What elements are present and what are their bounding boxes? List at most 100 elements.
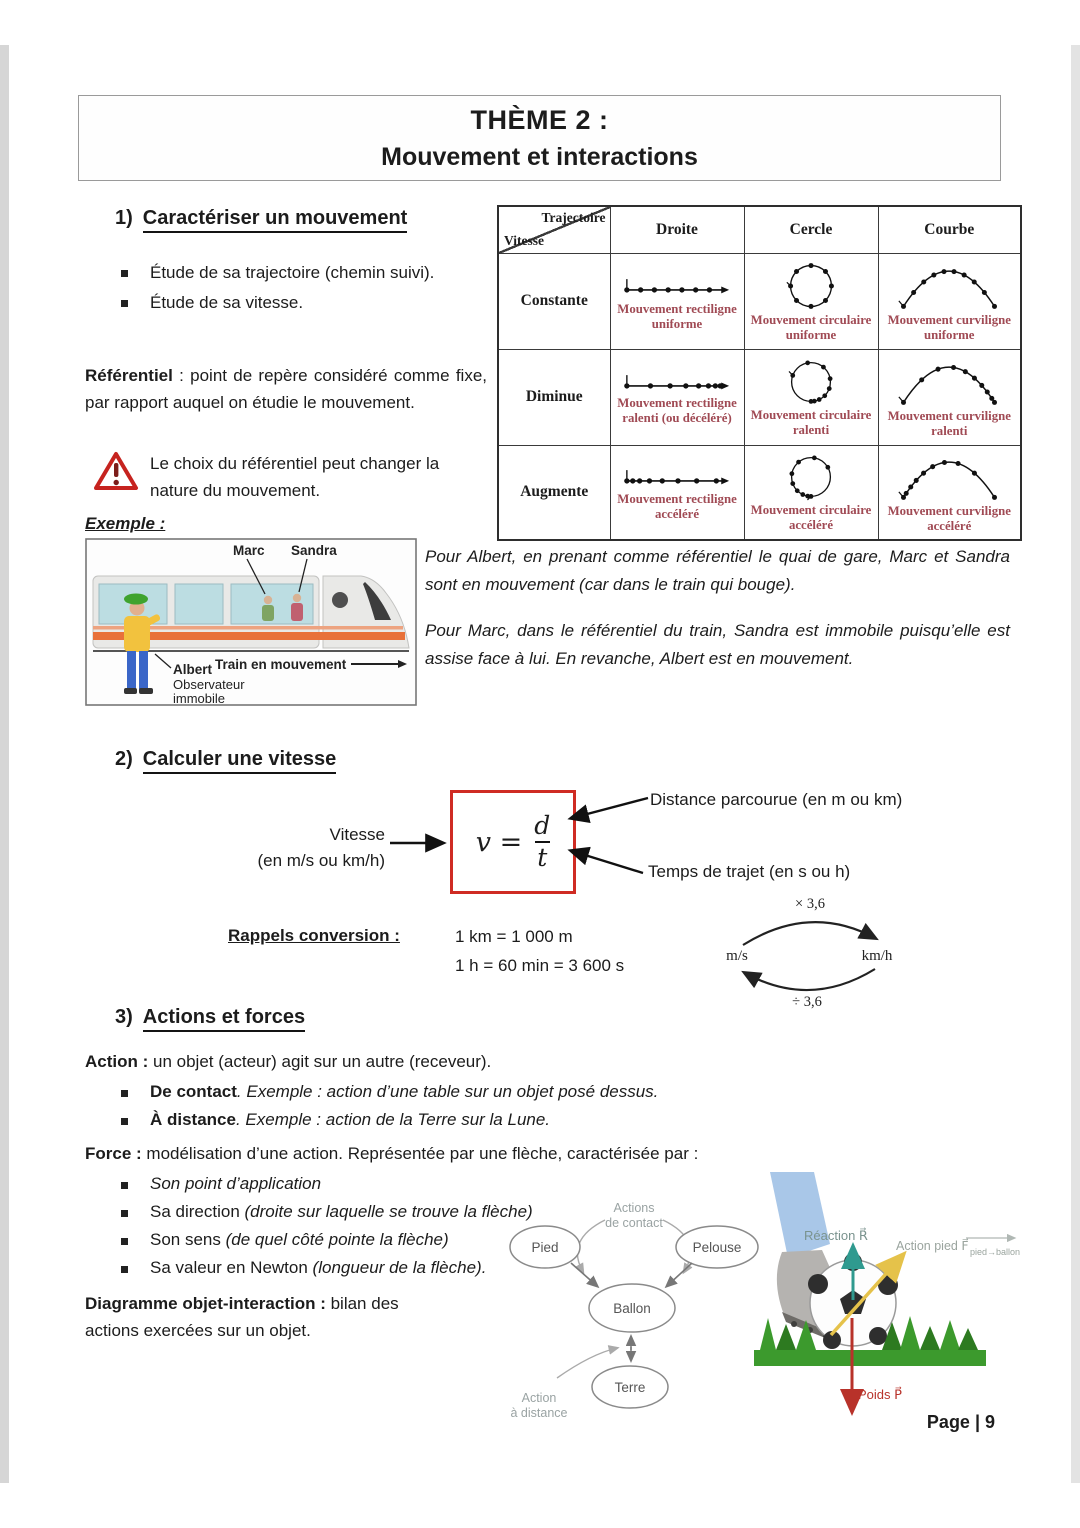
trajectory-line-ralenti-figure: [624, 375, 730, 390]
distance-example: . Exemple : action de la Terre sur la Lu…: [235, 1110, 551, 1129]
action-distance-label-2: à distance: [511, 1406, 568, 1420]
bullet-icon: [121, 1238, 128, 1245]
vitesse-unit-text: (en m/s ou km/h): [257, 851, 385, 870]
section-title: Actions et forces: [142, 1006, 306, 1032]
ms-unit-label: m/s: [726, 948, 748, 964]
cell-caption: Mouvement curviligne ralenti: [887, 409, 1011, 438]
list-item-text: Sa valeur en Newton (longueur de la flèc…: [150, 1254, 486, 1282]
action-definition: Action : un objet (acteur) agit sur un a…: [85, 1048, 985, 1075]
action-pied-arrow: [829, 1250, 907, 1337]
cell-circulaire-accelere: Mouvement circulaire accéléré: [743, 444, 879, 541]
kmh-unit-label: km/h: [862, 948, 893, 964]
conversion-km: 1 km = 1 000 m: [455, 927, 573, 946]
bullet-icon: [121, 300, 128, 307]
referential-paragraph-albert: Pour Albert, en prenant comme référentie…: [425, 547, 1010, 594]
col-header-cercle: Cercle: [743, 205, 879, 254]
cell-caption: Mouvement rectiligne accéléré: [617, 492, 737, 521]
section-number: 2): [115, 748, 133, 770]
actions-contact-label-1: Actions: [614, 1201, 655, 1215]
poids-label: Poids P⃗: [858, 1387, 902, 1402]
list-item: Étude de sa trajectoire (chemin suivi).: [118, 258, 488, 288]
list-item: Son point d’application: [118, 1170, 638, 1198]
trajectory-line-accelere-figure: [624, 470, 730, 485]
page-subtitle: Mouvement et interactions: [381, 143, 698, 171]
list-item: Sa direction (droite sur laquelle se tro…: [118, 1198, 638, 1226]
object-interaction-diagram: Actions de contact Pied Pelouse Ballon T…: [509, 1201, 759, 1420]
list-item-text: Son sens (de quel côté pointe la flèche): [150, 1226, 449, 1254]
reaction-label: Réaction R⃗: [804, 1228, 868, 1243]
trajectory-circle-ralenti-figure: [788, 360, 833, 404]
bullet-icon: [121, 1118, 128, 1125]
pied-node: [509, 1225, 581, 1269]
train-referential-figure: Marc Sandra Albert Observateur immobile …: [85, 538, 417, 706]
exemple-label: Exemple :: [85, 514, 166, 533]
trajectory-line-uniform-figure: [624, 279, 730, 294]
train-motion-label: Train en mouvement: [215, 657, 347, 672]
cell-curviligne-uniforme: Mouvement curviligne uniforme: [877, 252, 1022, 350]
formula-fraction: d t: [534, 810, 551, 873]
list-item: De contact. Exemple : action d’une table…: [118, 1078, 838, 1106]
warning-note: Le choix du référentiel peut changer la …: [150, 454, 440, 500]
property-plain: Sa direction: [150, 1202, 245, 1221]
trajectory-curve-accelere-figure: [898, 460, 998, 501]
albert-figure: [124, 593, 161, 694]
list-item-text: À distance. Exemple : action de la Terre…: [150, 1106, 550, 1134]
cell-circulaire-ralenti: Mouvement circulaire ralenti: [743, 348, 879, 446]
definition-text: bilan des actions exercées sur un objet.: [85, 1294, 399, 1340]
page-edge-left: [0, 45, 9, 1483]
action-type-list: De contact. Exemple : action d’une table…: [118, 1078, 838, 1134]
list-item-text: Étude de sa trajectoire (chemin suivi).: [150, 263, 435, 282]
corner-label-vitesse: Vitesse: [504, 232, 544, 248]
distance-term: À distance: [150, 1110, 236, 1129]
movement-table: Trajectoire Vitesse Droite Cercle Courbe…: [497, 205, 1022, 541]
section-3-heading: 3) Actions et forces: [115, 1006, 306, 1032]
formula-d: d: [534, 810, 551, 840]
list-item-text: Sa direction (droite sur laquelle se tro…: [150, 1198, 533, 1226]
formula-t: t: [537, 843, 548, 873]
cell-rectiligne-uniforme: Mouvement rectiligne uniforme: [609, 252, 745, 350]
bullet-icon: [121, 270, 128, 277]
cell-caption: Mouvement rectiligne ralenti (ou décélér…: [617, 396, 737, 425]
property-italic: (de quel côté pointe la flèche): [225, 1230, 449, 1249]
corner-label-trajectoire: Trajectoire: [541, 210, 606, 225]
list-item-text: De contact. Exemple : action d’une table…: [150, 1078, 658, 1106]
unit-conversion-diagram: × 3,6 m/s km/h ÷ 3,6: [726, 896, 893, 1010]
bullet-icon: [121, 1266, 128, 1273]
albert-label: Albert: [173, 662, 213, 677]
actions-contact-label-2: de contact: [605, 1216, 663, 1230]
section-title: Calculer une vitesse: [142, 748, 337, 774]
force-definition: Force : modélisation d’une action. Repré…: [85, 1140, 985, 1167]
observer-label-1: Observateur: [173, 677, 245, 692]
sandra-figure: [291, 593, 303, 621]
list-item: Son sens (de quel côté pointe la flèche): [118, 1226, 638, 1254]
definition-text: : point de repère considéré comme fixe, …: [85, 366, 487, 412]
bullet-icon: [121, 1210, 128, 1217]
term-referentiel: Référentiel: [85, 366, 173, 385]
observer-label-2: immobile: [173, 691, 225, 706]
cell-caption: Mouvement circulaire uniforme: [750, 313, 872, 342]
list-item-text: Son point d’application: [150, 1170, 321, 1198]
property-italic: Son point d’application: [150, 1174, 322, 1193]
property-italic: (longueur de la flèche).: [312, 1258, 487, 1277]
temps-label: Temps de trajet (en s ou h): [648, 862, 851, 881]
sandra-label: Sandra: [291, 543, 337, 558]
definition-text: modélisation d’une action. Représentée p…: [141, 1144, 699, 1163]
rappels-conversion-label: Rappels conversion :: [228, 926, 400, 945]
col-header-droite: Droite: [609, 205, 745, 254]
section-number: 3): [115, 1006, 133, 1028]
action-pied-label: Action pied F⃗: [896, 1238, 969, 1253]
bullet-icon: [121, 1090, 128, 1097]
cell-curviligne-accelere: Mouvement curviligne accéléré: [877, 444, 1022, 541]
list-item: À distance. Exemple : action de la Terre…: [118, 1106, 838, 1134]
action-pied-subscript: pied→ballon: [970, 1247, 1020, 1257]
contact-term: De contact: [150, 1082, 237, 1101]
cell-rectiligne-accelere: Mouvement rectiligne accéléré: [609, 444, 745, 541]
trajectory-circle-accelere-figure: [789, 455, 832, 501]
pelouse-node: [675, 1225, 759, 1269]
ballon-node: [588, 1283, 676, 1333]
row-header-diminue: Diminue: [497, 348, 611, 446]
fraction-bar: [534, 840, 550, 844]
warning-icon: [94, 452, 138, 490]
times-factor-label: × 3,6: [795, 896, 825, 912]
